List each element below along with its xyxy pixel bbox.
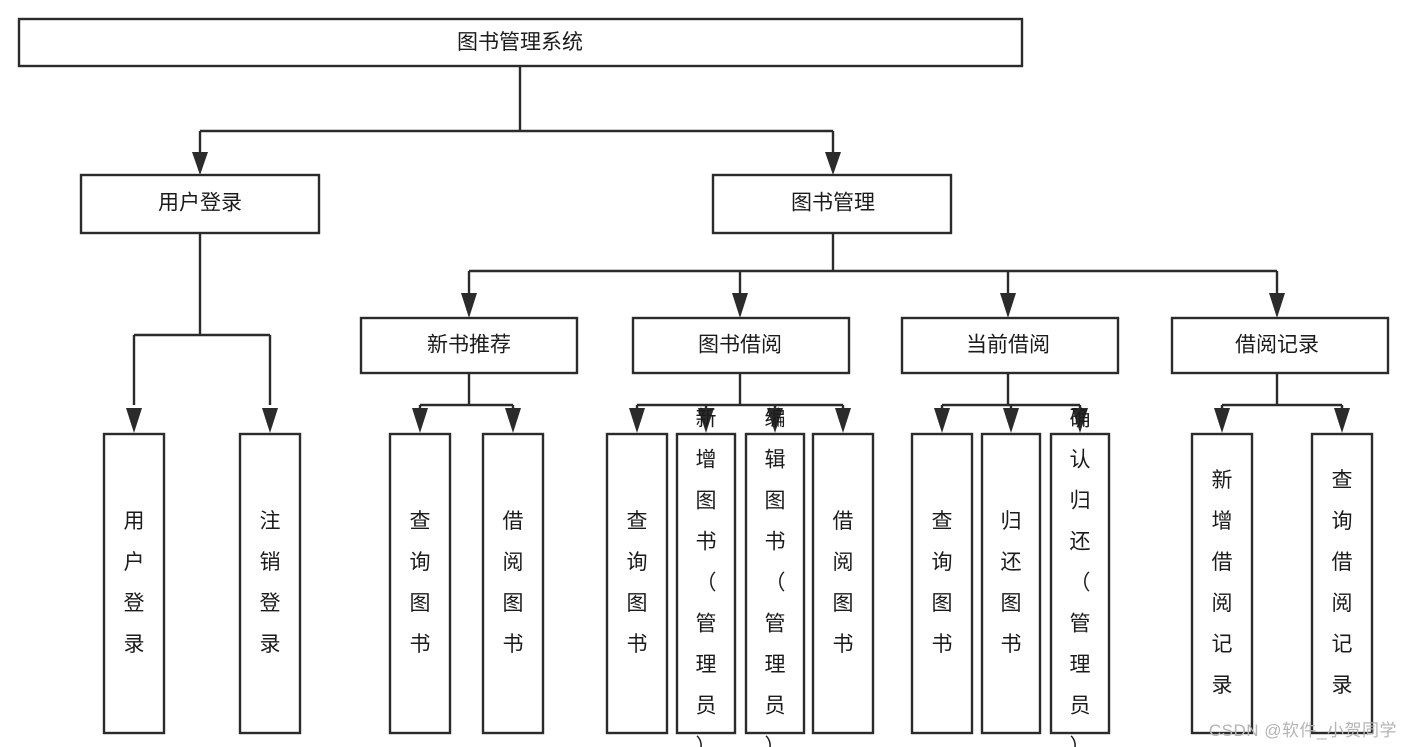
connector-current-to-leaves — [940, 373, 1082, 412]
node-leaf-borrow-book-1-label: 借阅图书 — [503, 510, 524, 656]
node-root[interactable]: 图书管理系统 — [17, 17, 1024, 68]
node-leaf-confirm-return-admin[interactable]: 确认归还（管理员） — [1049, 408, 1111, 747]
arrowhead-user-login — [192, 152, 208, 175]
node-leaf-query-borrow-record-box[interactable] — [1310, 432, 1374, 735]
node-leaf-query-book-3-label: 查询图书 — [932, 510, 953, 656]
node-leaf-confirm-return-admin-box[interactable] — [1049, 432, 1111, 735]
node-leaf-edit-book-admin-box[interactable] — [744, 432, 806, 735]
node-leaf-user-login-box[interactable] — [102, 432, 166, 735]
arrowhead-leaf-user-login — [126, 408, 142, 433]
node-borrow-record[interactable]: 借阅记录 — [1170, 316, 1390, 375]
arrowhead-leaf-return-book — [1003, 408, 1019, 433]
node-book-manage-box[interactable] — [711, 173, 953, 235]
node-leaf-return-book[interactable]: 归还图书 — [980, 432, 1042, 735]
node-leaf-query-borrow-record[interactable]: 查询借阅记录 — [1310, 432, 1374, 735]
arrowhead-leaf-logout-login — [262, 408, 278, 433]
connectors — [126, 66, 1350, 433]
arrowhead-book-manage — [825, 152, 841, 175]
node-leaf-logout-login-label: 注销登录 — [260, 510, 281, 656]
node-leaf-borrow-book-2[interactable]: 借阅图书 — [811, 432, 875, 735]
connector-user-login-to-leaves — [132, 233, 272, 405]
arrowhead-leaf-query-borrow-record — [1334, 408, 1350, 433]
node-leaf-borrow-book-1[interactable]: 借阅图书 — [481, 432, 545, 735]
node-book-borrow[interactable]: 图书借阅 — [631, 316, 851, 375]
node-leaf-query-book-1-box[interactable] — [388, 432, 452, 735]
node-user-login-label: 用户登录 — [158, 192, 242, 215]
connector-recommend-to-leaves — [418, 373, 515, 412]
node-root-box[interactable] — [17, 17, 1024, 68]
node-leaf-query-borrow-record-label: 查询借阅记录 — [1332, 469, 1353, 697]
arrowhead-leaf-add-borrow-record — [1214, 408, 1230, 433]
connector-record-to-leaves — [1220, 373, 1344, 412]
arrowhead-leaf-query-book-3 — [934, 408, 950, 433]
arrowhead-new-book-recommend — [461, 293, 477, 318]
node-leaf-query-book-2-label: 查询图书 — [627, 510, 648, 656]
node-leaf-add-borrow-record-label: 新增借阅记录 — [1212, 469, 1233, 697]
node-current-borrow-label: 当前借阅 — [966, 334, 1050, 357]
arrowhead-leaf-edit-book-admin — [767, 408, 783, 433]
node-leaf-return-book-label: 归还图书 — [1001, 510, 1022, 656]
node-leaf-add-book-admin-box[interactable] — [675, 432, 737, 735]
node-book-borrow-label: 图书借阅 — [698, 334, 782, 357]
arrowhead-leaf-confirm-return-admin — [1072, 408, 1088, 433]
node-user-login-box[interactable] — [79, 173, 321, 235]
arrowhead-leaf-borrow-book-1 — [505, 408, 521, 433]
arrowhead-leaf-query-book-1 — [412, 408, 428, 433]
node-leaf-borrow-book-1-box[interactable] — [481, 432, 545, 735]
node-book-manage[interactable]: 图书管理 — [711, 173, 953, 235]
arrowhead-leaf-borrow-book-2 — [835, 408, 851, 433]
node-leaf-add-book-admin[interactable]: 新增图书（管理员） — [675, 408, 737, 747]
node-leaf-query-book-3-box[interactable] — [910, 432, 974, 735]
node-book-manage-label: 图书管理 — [791, 192, 875, 215]
node-leaf-add-borrow-record[interactable]: 新增借阅记录 — [1190, 432, 1254, 735]
node-new-book-recommend-label: 新书推荐 — [427, 334, 511, 357]
node-leaf-logout-login[interactable]: 注销登录 — [238, 432, 302, 735]
node-leaf-borrow-book-2-box[interactable] — [811, 432, 875, 735]
node-book-borrow-box[interactable] — [631, 316, 851, 375]
node-leaf-confirm-return-admin-label: 确认归还（管理员） — [1070, 408, 1091, 747]
node-leaf-query-book-3[interactable]: 查询图书 — [910, 432, 974, 735]
arrowhead-leaf-query-book-2 — [629, 408, 645, 433]
node-borrow-record-box[interactable] — [1170, 316, 1390, 375]
node-leaf-query-book-1[interactable]: 查询图书 — [388, 432, 452, 735]
node-borrow-record-label: 借阅记录 — [1235, 334, 1319, 357]
node-leaf-borrow-book-2-label: 借阅图书 — [833, 510, 854, 656]
node-leaf-logout-login-box[interactable] — [238, 432, 302, 735]
node-leaf-return-book-box[interactable] — [980, 432, 1042, 735]
node-leaf-query-book-1-label: 查询图书 — [410, 510, 431, 656]
node-leaf-edit-book-admin-label: 编辑图书（管理员） — [765, 408, 786, 747]
node-current-borrow[interactable]: 当前借阅 — [900, 316, 1120, 375]
node-user-login[interactable]: 用户登录 — [79, 173, 321, 235]
node-leaf-user-login-label: 用户登录 — [124, 510, 145, 656]
node-leaf-add-borrow-record-box[interactable] — [1190, 432, 1254, 735]
node-leaf-edit-book-admin[interactable]: 编辑图书（管理员） — [744, 408, 806, 747]
node-leaf-query-book-2[interactable]: 查询图书 — [605, 432, 669, 735]
node-current-borrow-box[interactable] — [900, 316, 1120, 375]
connector-borrow-to-leaves — [635, 373, 845, 412]
node-root-label: 图书管理系统 — [457, 31, 583, 54]
arrowhead-leaf-add-book-admin — [698, 408, 714, 433]
node-new-book-recommend-box[interactable] — [359, 316, 579, 375]
node-leaf-query-book-2-box[interactable] — [605, 432, 669, 735]
arrowhead-borrow-record — [1269, 293, 1285, 318]
node-leaf-user-login[interactable]: 用户登录 — [102, 432, 166, 735]
connector-root-to-level1 — [198, 66, 835, 158]
arrowhead-current-borrow — [1000, 293, 1016, 318]
connector-book-manage-to-level2 — [467, 233, 1279, 295]
node-new-book-recommend[interactable]: 新书推荐 — [359, 316, 579, 375]
node-leaf-add-book-admin-label: 新增图书（管理员） — [696, 408, 717, 747]
watermark-text: CSDN @软件_小贺同学 — [1208, 721, 1397, 740]
arrowhead-book-borrow — [732, 293, 748, 318]
